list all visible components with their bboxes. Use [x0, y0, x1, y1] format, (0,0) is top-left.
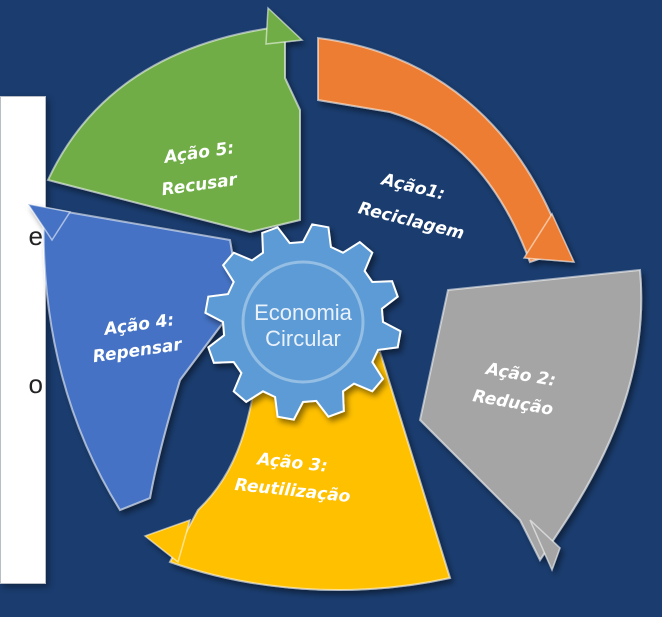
segment-reciclagem-title: Ação1:: [378, 169, 447, 204]
center-label-line2: Circular: [265, 326, 341, 351]
segment-recusar: [46, 6, 304, 234]
center-label-line1: Economia: [254, 300, 353, 325]
side-text-card: e o: [0, 96, 46, 584]
segment-reutilizacao: [143, 351, 452, 591]
segment-reciclagem: [317, 36, 576, 264]
center-gear: [204, 223, 402, 421]
segment-reciclagem-subtitle: Reciclagem: [356, 198, 466, 244]
segment-repensar: [26, 202, 242, 512]
card-text-fragment-2: o: [28, 369, 43, 399]
segment-reducao: [418, 268, 643, 573]
card-text-fragment-1: e: [28, 221, 43, 251]
